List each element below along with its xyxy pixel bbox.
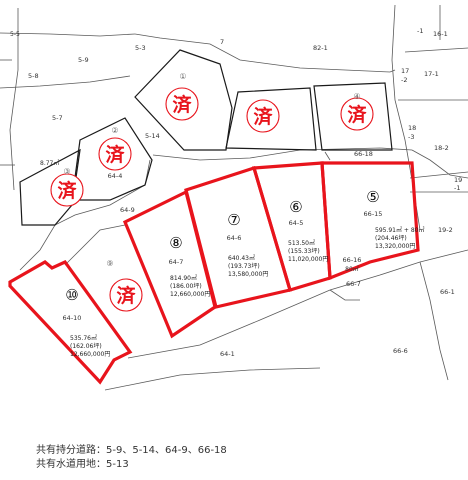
svg-text:(155.33坪): (155.33坪)	[288, 247, 320, 255]
stamp-parcel-1: 済	[165, 87, 199, 121]
svg-text:64-7: 64-7	[169, 258, 184, 266]
shared-road-note: 共有持分道路：5-9、5-14、64-9、66-18	[36, 443, 227, 456]
parcel-1-outline	[134, 49, 233, 151]
svg-text:17: 17	[401, 67, 409, 75]
svg-text:⑩: ⑩	[65, 286, 78, 304]
svg-text:16-1: 16-1	[433, 30, 448, 38]
svg-text:5-14: 5-14	[145, 132, 160, 140]
background-boundaries	[0, 4, 468, 391]
sold-stamps: 済 済 済 済 済 済	[50, 87, 374, 312]
svg-text:済: 済	[57, 179, 77, 202]
svg-text:5-8: 5-8	[28, 72, 39, 80]
svg-text:(186.00坪): (186.00坪)	[170, 282, 202, 290]
stamp-parcel-3: 済	[50, 173, 84, 207]
parcel-3-number: ③	[63, 167, 70, 176]
svg-text:64-10: 64-10	[63, 314, 82, 322]
svg-text:595.91㎡ + 80㎡: 595.91㎡ + 80㎡	[375, 226, 424, 234]
svg-text:済: 済	[253, 105, 273, 128]
parcel-1-number: ①	[179, 72, 186, 81]
surrounding-lot-labels: 5-5 5-9 5-3 7 82-1 16-1 -1 17 -2 17-1 5-…	[10, 27, 462, 358]
svg-text:⑥: ⑥	[289, 198, 302, 216]
svg-text:66-15: 66-15	[364, 210, 383, 218]
svg-text:11,020,000円: 11,020,000円	[288, 256, 328, 263]
svg-text:13,580,000円: 13,580,000円	[228, 271, 268, 278]
parcel-6-details: ⑥ 64-5 513.50㎡ (155.33坪) 11,020,000円	[288, 198, 328, 263]
svg-text:18: 18	[408, 124, 416, 132]
stamp-parcel-9: 済	[109, 278, 143, 312]
svg-text:19: 19	[454, 176, 462, 184]
svg-text:64-6: 64-6	[227, 234, 242, 242]
svg-text:64-5: 64-5	[289, 219, 304, 227]
parcel-5-details: ⑤ 66-15 595.91㎡ + 80㎡ (204.46坪) 13,320,0…	[343, 188, 425, 273]
svg-text:66-18: 66-18	[354, 150, 373, 158]
svg-text:513.50㎡: 513.50㎡	[288, 239, 315, 247]
svg-text:(162.06坪): (162.06坪)	[70, 342, 102, 350]
svg-text:66-6: 66-6	[393, 347, 408, 355]
svg-text:814.90㎡: 814.90㎡	[170, 274, 197, 282]
parcel-9-number: ⑨	[106, 259, 113, 268]
shared-water-note: 共有水道用地：5-13	[36, 457, 129, 470]
svg-text:82-1: 82-1	[313, 44, 328, 52]
stamp-parcel-4-top: 済	[246, 99, 280, 133]
svg-text:64-1: 64-1	[220, 350, 235, 358]
footer-notes: 共有持分道路：5-9、5-14、64-9、66-18 共有水道用地：5-13	[36, 443, 227, 470]
svg-text:66-1: 66-1	[440, 288, 455, 296]
parcel-2-area: 8.77㎡	[40, 159, 59, 167]
svg-text:済: 済	[347, 103, 367, 126]
parcel-4-number: ④	[353, 92, 360, 101]
svg-text:済: 済	[105, 143, 125, 166]
svg-text:-2: -2	[401, 76, 407, 84]
parcel-10-outline	[8, 259, 133, 385]
parcel-4-outline	[313, 82, 393, 151]
svg-text:19-2: 19-2	[438, 226, 453, 234]
svg-text:⑦: ⑦	[227, 211, 240, 229]
parcel-10-details: ⑩ 64-10 535.76㎡ (162.06坪) 12,660,000円	[63, 286, 111, 358]
stamp-parcel-2: 済	[98, 137, 132, 171]
svg-text:535.76㎡: 535.76㎡	[70, 334, 97, 342]
svg-text:17-1: 17-1	[424, 70, 439, 78]
sold-parcel-numbers: ① ② 64-4 8.77㎡ ③ ④ ⑨	[40, 72, 361, 268]
parcel-2-lot: 64-4	[108, 172, 123, 180]
parcel-3-outline	[19, 148, 81, 226]
svg-text:5-5: 5-5	[10, 31, 20, 38]
stamp-parcel-4: 済	[340, 97, 374, 131]
svg-text:64-9: 64-9	[120, 206, 135, 214]
svg-text:⑧: ⑧	[169, 234, 182, 252]
svg-text:12,660,000円: 12,660,000円	[70, 351, 110, 358]
svg-text:7: 7	[220, 38, 224, 46]
svg-text:66-16: 66-16	[343, 256, 362, 264]
svg-text:-3: -3	[408, 133, 414, 141]
svg-text:18-2: 18-2	[434, 144, 449, 152]
parcel-8-details: ⑧ 64-7 814.90㎡ (186.00坪) 12,660,000円	[169, 234, 211, 298]
svg-text:-1: -1	[454, 184, 460, 192]
svg-text:5-7: 5-7	[52, 114, 63, 122]
svg-text:5-3: 5-3	[135, 44, 146, 52]
parcel-7-details: ⑦ 64-6 640.43㎡ (193.73坪) 13,580,000円	[227, 211, 269, 278]
svg-text:5-9: 5-9	[78, 56, 89, 64]
svg-text:済: 済	[116, 284, 136, 307]
svg-text:80㎡: 80㎡	[345, 265, 359, 273]
parcel-5-outline	[320, 161, 420, 281]
svg-text:13,320,000円: 13,320,000円	[375, 243, 415, 250]
svg-text:済: 済	[172, 93, 192, 116]
svg-text:12,660,000円: 12,660,000円	[170, 291, 210, 298]
svg-text:640.43㎡: 640.43㎡	[228, 254, 255, 262]
svg-text:(193.73坪): (193.73坪)	[228, 262, 260, 270]
svg-text:⑤: ⑤	[366, 188, 379, 206]
svg-text:-1: -1	[417, 27, 423, 35]
for-sale-parcel-outlines	[8, 161, 420, 385]
parcel-2-number: ②	[111, 126, 118, 135]
svg-text:66-7: 66-7	[346, 280, 361, 288]
parcel-4-top-outline	[225, 87, 317, 151]
svg-text:(204.46坪): (204.46坪)	[375, 234, 407, 242]
